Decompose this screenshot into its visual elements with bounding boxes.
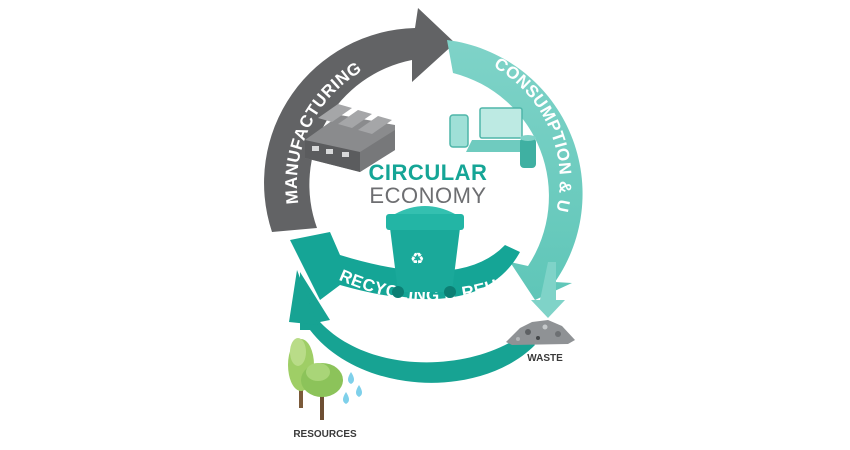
waste-arrow bbox=[531, 262, 565, 318]
waste-pile-icon bbox=[506, 320, 575, 345]
resources-caption: RESOURCES bbox=[293, 429, 357, 440]
factory-icon bbox=[305, 104, 395, 172]
trees-icon bbox=[288, 338, 343, 420]
title-circular: CIRCULAR bbox=[369, 160, 488, 185]
devices-icon bbox=[449, 107, 536, 168]
title-economy: ECONOMY bbox=[369, 183, 486, 208]
waste-caption: WASTE bbox=[527, 353, 563, 364]
recycle-bin-icon: ♻ bbox=[386, 206, 464, 298]
svg-text:♻: ♻ bbox=[410, 249, 424, 268]
water-drops-icon bbox=[343, 372, 362, 404]
resources-return-arrow bbox=[289, 270, 535, 383]
diagram-title: CIRCULAR ECONOMY bbox=[369, 160, 488, 208]
